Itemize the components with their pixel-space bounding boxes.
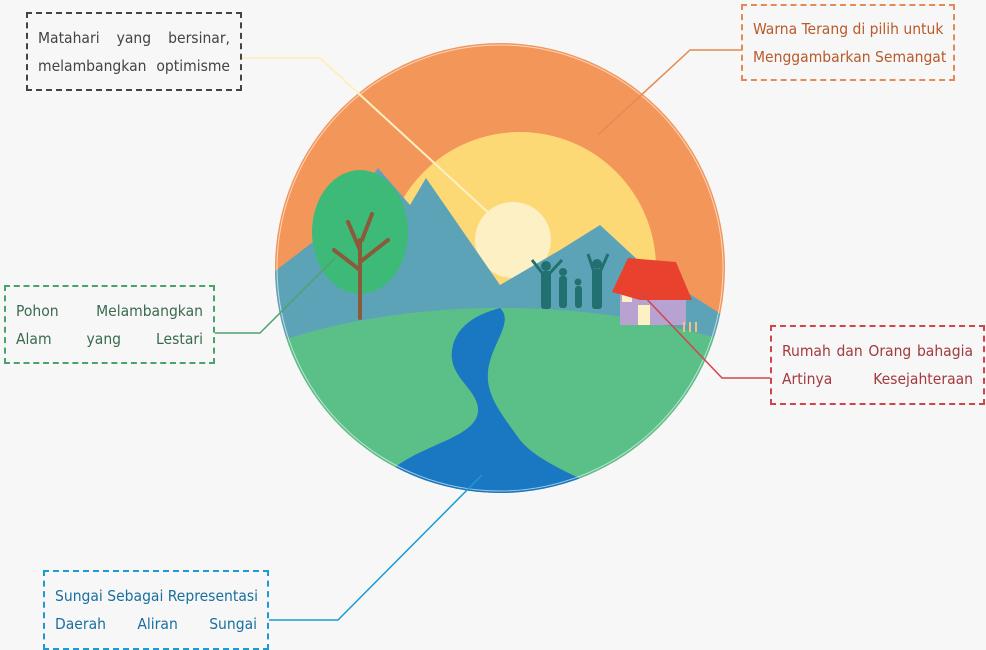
tree-callout-line2: Alam yang Lestari (16, 329, 203, 348)
river-callout-line2: Daerah Aliran Sungai (55, 615, 257, 633)
colors-callout-line1: Warna Terang di pilih untuk (753, 19, 944, 38)
tree-trunk (332, 212, 390, 320)
river-callout: Sungai Sebagai Representasi Daerah Alira… (43, 570, 269, 650)
house-callout-line2: Artinya Kesejahteraan (782, 370, 973, 388)
tree-connector (215, 257, 336, 334)
house-callout: Rumah dan Orang bahagia Artinya Kesejaht… (770, 325, 985, 405)
house-callout-line1: Rumah dan Orang bahagia (782, 342, 973, 360)
sun-callout-line2: melambangkan optimisme (38, 56, 230, 75)
sun-callout-line1: Matahari yang bersinar, (38, 28, 230, 47)
sun-core (475, 202, 551, 278)
sun-connector (242, 57, 506, 229)
people-silhouettes (530, 253, 610, 309)
river (380, 308, 620, 493)
tree-crown (312, 170, 408, 294)
house-connector (639, 291, 770, 379)
tree-callout-line1: Pohon Melambangkan (16, 301, 203, 320)
colors-callout-line2: Menggambarkan Semangat (753, 47, 947, 66)
colors-callout: Warna Terang di pilih untuk Menggambarka… (741, 4, 955, 81)
hill (275, 308, 725, 493)
river-callout-line1: Sungai Sebagai Representasi (55, 587, 259, 605)
house (612, 258, 697, 332)
river-connector (269, 474, 483, 621)
sun-callout: Matahari yang bersinar, melambangkan opt… (26, 12, 242, 91)
colors-connector (597, 49, 741, 136)
tree-callout: Pohon Melambangkan Alam yang Lestari (4, 285, 215, 364)
